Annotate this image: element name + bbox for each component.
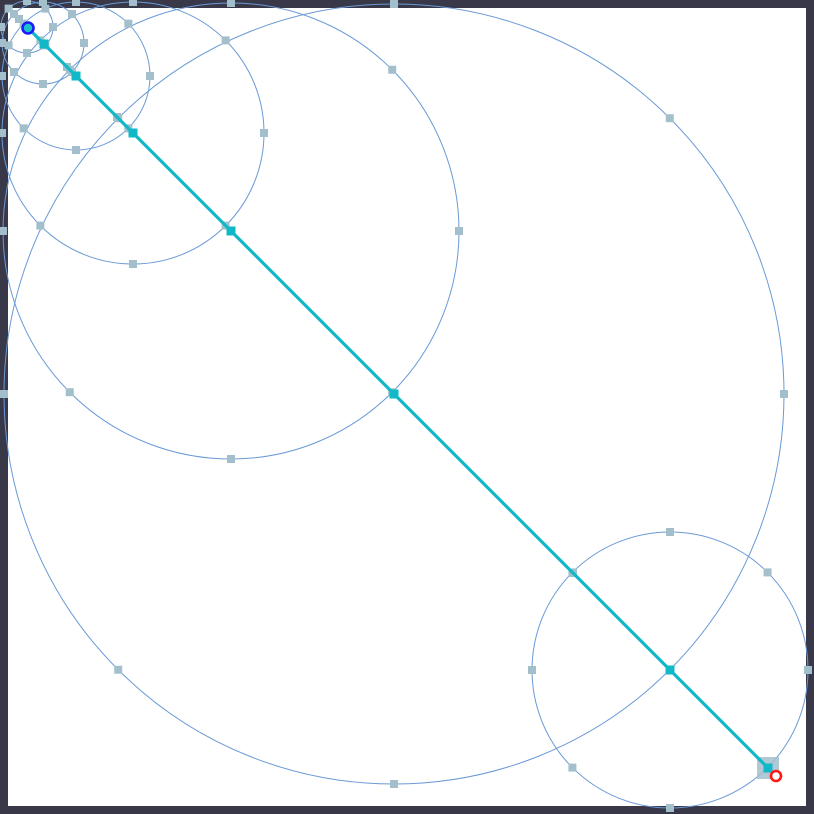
sample-marker <box>4 4 13 13</box>
sample-marker <box>36 221 45 230</box>
sample-marker <box>227 455 235 463</box>
path-node <box>39 39 49 49</box>
path-node <box>71 71 81 81</box>
sample-marker <box>39 0 47 6</box>
sample-marker <box>41 4 50 13</box>
sample-marker <box>23 0 31 5</box>
sample-marker <box>80 39 88 47</box>
sample-marker <box>10 67 19 76</box>
sample-marker <box>804 666 812 674</box>
sample-marker <box>4 41 13 50</box>
sample-marker <box>227 0 235 7</box>
sample-marker <box>665 114 674 123</box>
sample-marker <box>221 36 230 45</box>
sample-marker <box>10 10 19 19</box>
sample-marker <box>666 528 674 536</box>
sample-marker <box>72 146 80 154</box>
solution-path <box>26 26 773 773</box>
path-node <box>128 128 138 138</box>
goal-marker <box>769 769 783 783</box>
sample-marker <box>0 72 6 80</box>
sample-marker <box>49 23 57 31</box>
sample-marker <box>260 129 268 137</box>
sample-marker <box>15 15 23 23</box>
path-node <box>389 389 399 399</box>
sample-marker <box>67 10 76 19</box>
path-node <box>226 226 236 236</box>
sample-marker <box>39 80 47 88</box>
sample-marker <box>666 804 674 812</box>
sample-marker <box>390 780 398 788</box>
sample-marker <box>390 0 398 8</box>
sample-marker <box>763 568 772 577</box>
sample-marker <box>0 129 6 137</box>
sample-marker <box>0 39 6 47</box>
sample-marker <box>528 666 536 674</box>
sample-marker <box>0 23 5 31</box>
sample-marker <box>124 19 133 28</box>
sample-marker <box>0 390 8 398</box>
sample-marker <box>0 227 7 235</box>
sample-marker <box>23 49 31 57</box>
path-node <box>665 665 675 675</box>
sample-marker <box>146 72 154 80</box>
sample-marker <box>19 124 28 133</box>
sample-marker <box>65 388 74 397</box>
sample-marker <box>129 260 137 268</box>
path-node <box>763 763 773 773</box>
start-marker <box>21 21 35 35</box>
sample-marker <box>129 0 137 6</box>
sample-marker <box>568 763 577 772</box>
sample-marker <box>72 0 80 6</box>
sample-marker <box>780 390 788 398</box>
sample-marker <box>455 227 463 235</box>
sample-marker <box>388 65 397 74</box>
sample-marker <box>114 665 123 674</box>
path-line <box>26 26 770 770</box>
endpoints <box>21 21 783 783</box>
